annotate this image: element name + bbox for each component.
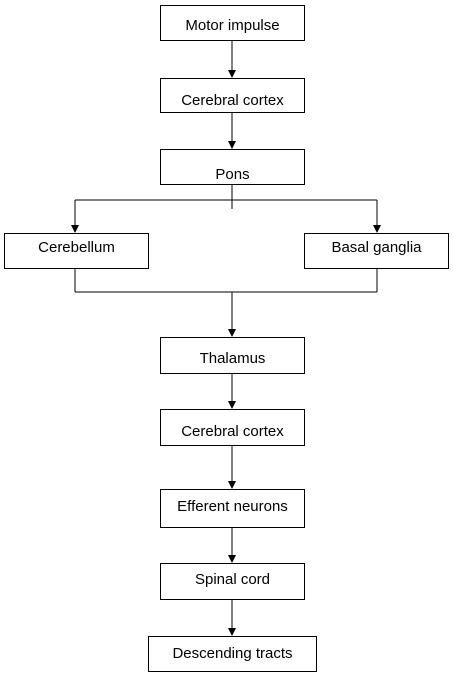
node-cerebral-cortex-2-label: Cerebral cortex bbox=[181, 423, 284, 440]
node-motor-impulse: Motor impulse bbox=[160, 5, 305, 41]
node-cerebral-cortex-1: Cerebral cortex bbox=[160, 78, 305, 113]
node-pons: Pons bbox=[160, 149, 305, 185]
node-spinal-cord-label: Spinal cord bbox=[194, 571, 271, 588]
node-thalamus-label: Thalamus bbox=[199, 350, 266, 367]
node-cerebral-cortex-2: Cerebral cortex bbox=[160, 409, 305, 446]
node-basal-ganglia-label: Basal ganglia bbox=[331, 239, 422, 256]
node-spinal-cord: Spinal cord bbox=[160, 563, 305, 600]
node-efferent-neurons: Efferent neurons bbox=[160, 489, 305, 528]
node-thalamus: Thalamus bbox=[160, 337, 305, 374]
node-motor-impulse-label: Motor impulse bbox=[185, 17, 280, 34]
node-cerebral-cortex-1-label: Cerebral cortex bbox=[181, 92, 284, 109]
node-descending-tracts-label: Descending tracts bbox=[172, 645, 293, 662]
node-pons-label: Pons bbox=[215, 166, 250, 183]
node-efferent-neurons-label: Efferent neurons bbox=[177, 498, 288, 515]
node-cerebellum: Cerebellum bbox=[4, 233, 149, 269]
node-cerebellum-label: Cerebellum bbox=[38, 239, 115, 256]
node-descending-tracts: Descending tracts bbox=[148, 636, 317, 672]
node-basal-ganglia: Basal ganglia bbox=[304, 233, 449, 269]
